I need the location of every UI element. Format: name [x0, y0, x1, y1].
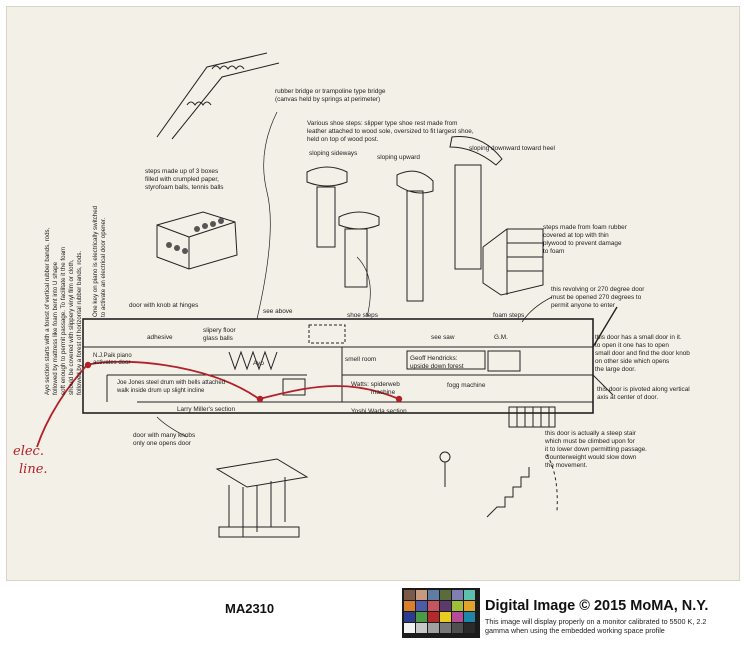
label-yoshi-wada: Yoshi Wada section — [351, 408, 407, 415]
vertical-note: One key on piano is electrically switche… — [92, 205, 99, 317]
label-joe-jones: walk inside drum up slight incline — [116, 388, 205, 394]
rubber-bridge-sketch — [156, 52, 268, 138]
pivot-door — [592, 374, 614, 396]
credit-note: This image will display properly on a mo… — [485, 617, 735, 635]
vertical-note: soft enough to permit passage. To facili… — [60, 247, 67, 395]
credit-line: gamma when using the embedded working sp… — [485, 626, 665, 635]
floor-plan-drawing: elec. line. Ayo section starts with a fo… — [13, 52, 690, 538]
note-pivot-door: axis at center of door. — [597, 394, 658, 401]
label-watts: Watts: spiderweb — [351, 381, 400, 388]
label-smell-room: smell room — [345, 356, 376, 363]
knobs-door-sketch — [215, 458, 309, 488]
label-shoe-steps: shoe steps — [347, 312, 378, 319]
box-steps-sketch — [156, 211, 238, 270]
note-stair-door: which must be climbed upon for — [544, 438, 636, 445]
color-calibration-chart — [402, 588, 480, 638]
handwritten-elec: elec. — [13, 444, 44, 459]
counterweight-pulley — [439, 451, 451, 463]
label-see-above: see above — [263, 308, 293, 315]
vertical-note: followed by mattress like foam bent into… — [52, 261, 59, 395]
note-boxes: steps made up of 3 boxes — [145, 168, 218, 175]
label-joe-jones: Joe Jones steel drum with bells attached — [117, 380, 225, 386]
label-watts: machine — [371, 389, 396, 396]
note-boxes: filled with crumpled paper, — [145, 176, 219, 183]
credit-title: Digital Image © 2015 MoMA, N.Y. — [485, 598, 709, 614]
shoe-rest-sideways — [306, 166, 348, 187]
note-shoe-steps: leather attached to wood sole, oversized… — [307, 128, 474, 135]
stair-door-sketch — [486, 467, 530, 518]
note-foam-rubber: covered at top with thin — [543, 232, 609, 239]
label-geoff: Geoff Hendricks: — [410, 355, 458, 362]
label-sloping-downward: sloping downward toward heel — [469, 145, 555, 152]
drawing-sheet: elec. line. Ayo section starts with a fo… — [6, 6, 740, 581]
forest-zigzag — [228, 350, 278, 371]
label-door-knob: door with knob at hinges — [129, 302, 198, 309]
label-fog: fogg machine — [447, 382, 486, 389]
note-shoe-steps: held on top of wood post. — [307, 136, 379, 143]
foam-steps-sketch — [482, 228, 544, 296]
note-foam-rubber: to foam — [543, 248, 564, 255]
note-stair-door: this door is actually a steep stair — [545, 430, 637, 437]
note-boxes: styrofoam balls, tennis balls — [145, 184, 224, 191]
label-sloping-sideways: sloping sideways — [309, 150, 357, 157]
note-many-knobs: door with many knobs — [133, 432, 195, 439]
label-foam-steps: foam steps — [493, 312, 524, 319]
note-stair-door: it to lower down permitting passage. — [545, 446, 647, 453]
electric-line-tail — [36, 364, 88, 448]
note-small-door: on other side which opens — [595, 358, 669, 365]
vertical-note: to activate an electrical door opener. — [100, 217, 107, 317]
dashed-box — [308, 324, 346, 344]
label-gm: G.M. — [494, 334, 508, 341]
label-slippery: glass balls — [203, 335, 233, 342]
label-larry-miller: Larry Miller's section — [177, 406, 235, 413]
corridor-outline — [82, 318, 594, 414]
gm-box — [487, 350, 521, 372]
vertical-note: followed by a forest of horizontal rubbe… — [76, 251, 83, 395]
note-revolving-door: must be opened 270 degrees to — [551, 294, 642, 301]
note-many-knobs: only one opens door — [133, 440, 192, 447]
label-geoff: upside down forest — [410, 363, 464, 370]
note-stair-door: the movement. — [545, 462, 587, 469]
vertical-note: Ayo section starts with a forest of vert… — [44, 227, 51, 395]
note-revolving-door: this revolving or 270 degree door — [551, 286, 645, 293]
note-small-door: this door has a small door in it. — [595, 334, 682, 341]
label-slippery: slipery floor — [203, 327, 237, 334]
credit-line: This image will display properly on a mo… — [485, 617, 707, 626]
shoe-rest-upward — [396, 170, 434, 194]
label-seesaw: see saw — [431, 334, 455, 341]
ayo-box — [282, 378, 306, 396]
note-shoe-steps: Various shoe steps: slipper type shoe re… — [307, 120, 458, 127]
note-small-door: the large door. — [595, 366, 636, 373]
note-small-door: to open it one has to open — [595, 342, 669, 349]
note-stair-door: Counterweight would slow down — [545, 454, 637, 461]
note-rubber-bridge: (canvas held by springs at perimeter) — [275, 96, 380, 103]
label-adhesive: adhesive — [147, 334, 173, 341]
label-ayo: Ayo — [253, 360, 264, 367]
catalog-number: MA2310 — [225, 601, 275, 616]
stair-block — [508, 406, 556, 428]
label-paik: activates door — [93, 360, 130, 366]
note-foam-rubber: plywood to prevent damage — [543, 240, 622, 247]
vertical-note: should be covered with slippery vinyl fi… — [68, 259, 75, 395]
seesaw-box — [406, 350, 486, 370]
note-foam-rubber: steps made from foam rubber — [543, 224, 628, 231]
label-paik: N.J.Paik piano — [93, 353, 132, 359]
note-revolving-door: permit anyone to enter — [551, 302, 616, 309]
note-small-door: small door and find the door knob — [595, 350, 690, 357]
handwritten-line: line. — [19, 462, 48, 477]
shoe-rest-downward — [449, 135, 503, 166]
note-rubber-bridge: rubber bridge or trampoline type bridge — [275, 88, 386, 95]
note-pivot-door: this door is pivoted along vertical — [597, 386, 690, 393]
label-sloping-upward: sloping upward — [377, 154, 420, 161]
revolving-door — [592, 306, 618, 348]
